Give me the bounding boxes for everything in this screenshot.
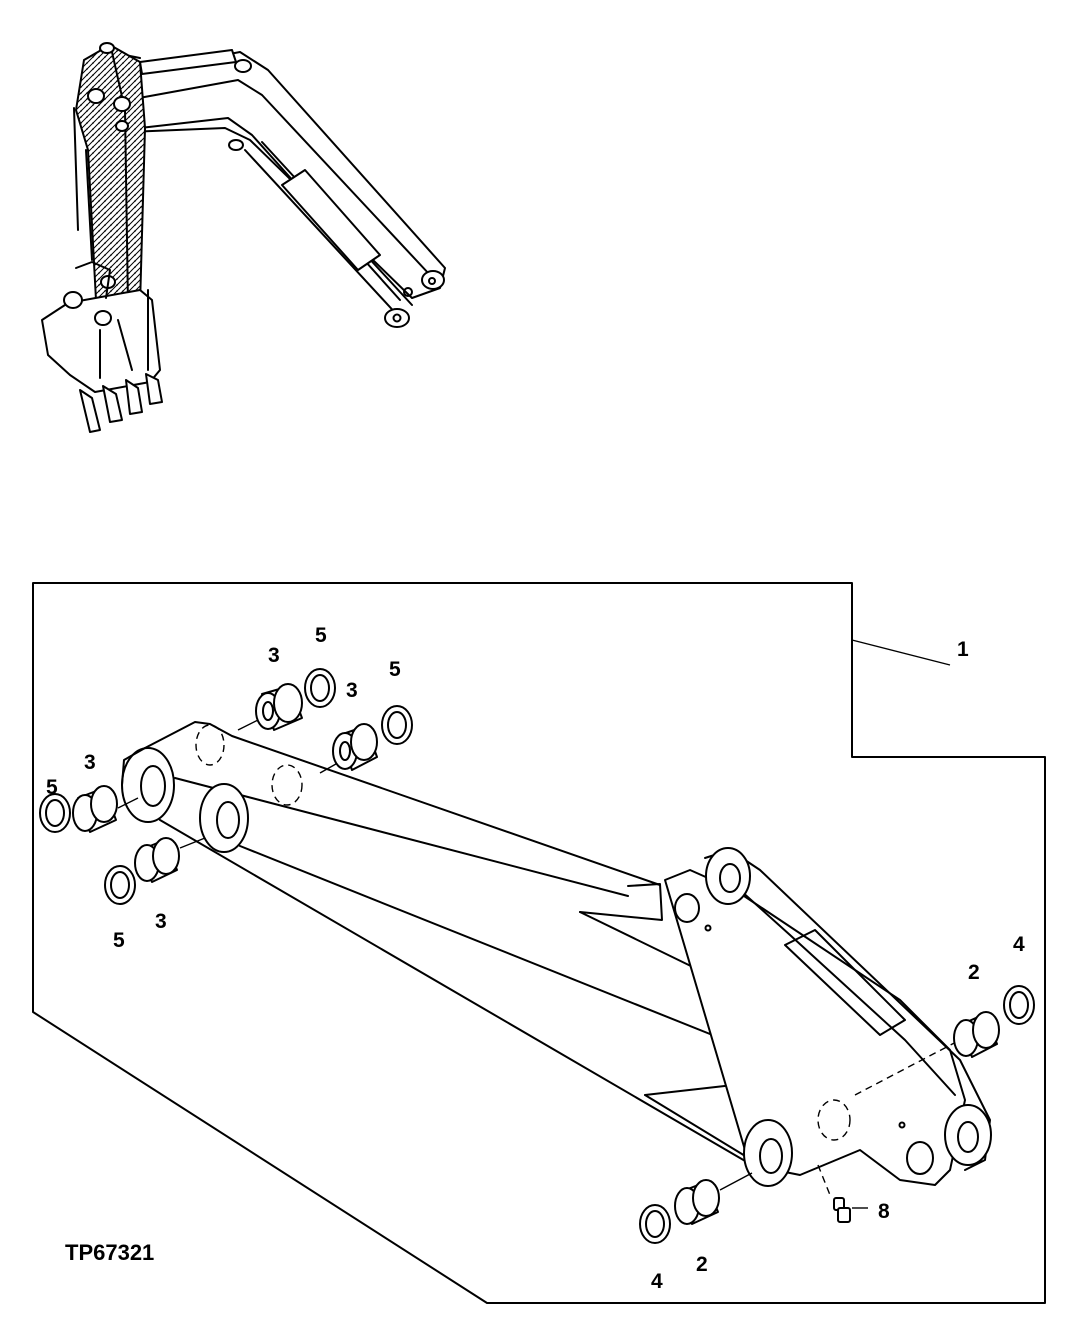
grease-fitting xyxy=(833,1197,868,1223)
callout-2: 2 xyxy=(968,961,980,984)
leader-lines xyxy=(117,639,961,1196)
exploded-view-frame xyxy=(32,582,1046,1304)
bushing-2-right xyxy=(953,1011,1000,1058)
arm-highlighted xyxy=(73,42,146,319)
bushing-3-lower xyxy=(134,837,180,883)
bushing-2-bottom xyxy=(674,1179,720,1225)
callout-5: 5 xyxy=(315,624,327,647)
callout-5: 5 xyxy=(46,776,58,799)
callout-4: 4 xyxy=(1013,933,1025,956)
seal-ring-4-right xyxy=(1003,985,1035,1025)
callout-1: 1 xyxy=(957,638,969,661)
callout-4: 4 xyxy=(651,1270,663,1293)
callout-8: 8 xyxy=(878,1200,890,1223)
callout-3: 3 xyxy=(268,644,280,667)
locator-illustration xyxy=(41,42,446,433)
callout-3: 3 xyxy=(84,751,96,774)
bushing-3-mid xyxy=(332,723,378,771)
seal-ring-5-right xyxy=(381,705,413,745)
arm-assembly xyxy=(121,721,992,1187)
callouts: 1 2 2 3 3 3 3 4 4 5 5 5 5 8 xyxy=(46,624,1025,1293)
callout-2: 2 xyxy=(696,1253,708,1276)
seal-ring-5-bottom xyxy=(104,865,136,905)
seal-ring-5-top xyxy=(304,668,336,708)
seal-ring-4-bottom xyxy=(639,1204,671,1244)
callout-3: 3 xyxy=(346,679,358,702)
seal-ring-5-left xyxy=(39,793,71,833)
bucket-outline xyxy=(41,261,163,433)
bushing-3-left xyxy=(72,785,118,833)
bushing-3-upper xyxy=(255,683,303,731)
callout-3: 3 xyxy=(155,910,167,933)
boom-outline xyxy=(99,49,446,328)
figure-code: TP67321 xyxy=(65,1240,154,1265)
callout-5: 5 xyxy=(389,658,401,681)
callout-5: 5 xyxy=(113,929,125,952)
